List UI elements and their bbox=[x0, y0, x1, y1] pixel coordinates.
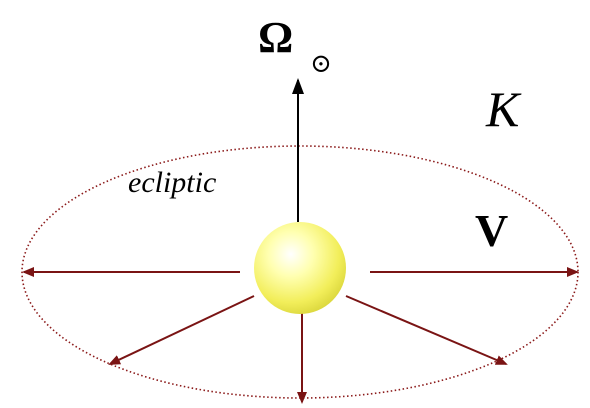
ecliptic-label: ecliptic bbox=[128, 166, 216, 199]
velocity-arrow-lower-right bbox=[345, 295, 508, 365]
rotation-axis-arrowhead bbox=[292, 78, 304, 94]
sun-sphere bbox=[254, 222, 346, 314]
velocity-arrow-lower-left bbox=[108, 295, 255, 365]
velocity-label: V bbox=[475, 205, 508, 256]
omega-label: Ω bbox=[258, 13, 293, 62]
frame-label: K bbox=[485, 81, 522, 137]
sun-symbol-subscript: ⊙ bbox=[310, 49, 332, 78]
